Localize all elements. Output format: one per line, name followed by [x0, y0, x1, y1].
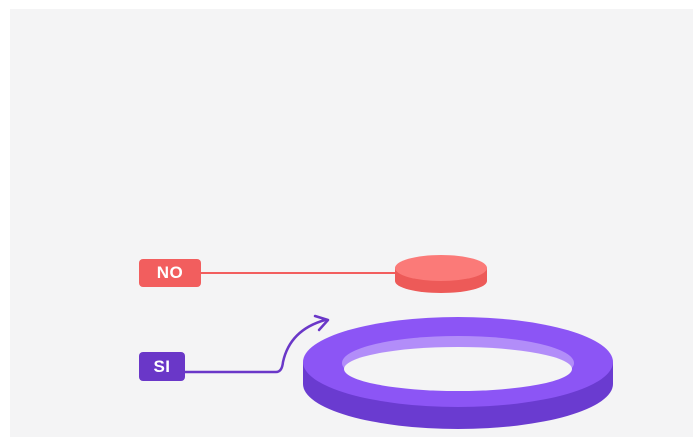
no-disc-icon: [395, 255, 487, 293]
si-badge-label: SI: [153, 356, 171, 376]
si-badge: SI: [139, 352, 185, 381]
si-ring-icon: [303, 317, 613, 429]
no-badge-label: NO: [156, 263, 184, 282]
arrow-head-icon: [313, 314, 330, 332]
no-badge: NO: [139, 259, 201, 287]
curved-arrow-icon: [183, 318, 327, 374]
